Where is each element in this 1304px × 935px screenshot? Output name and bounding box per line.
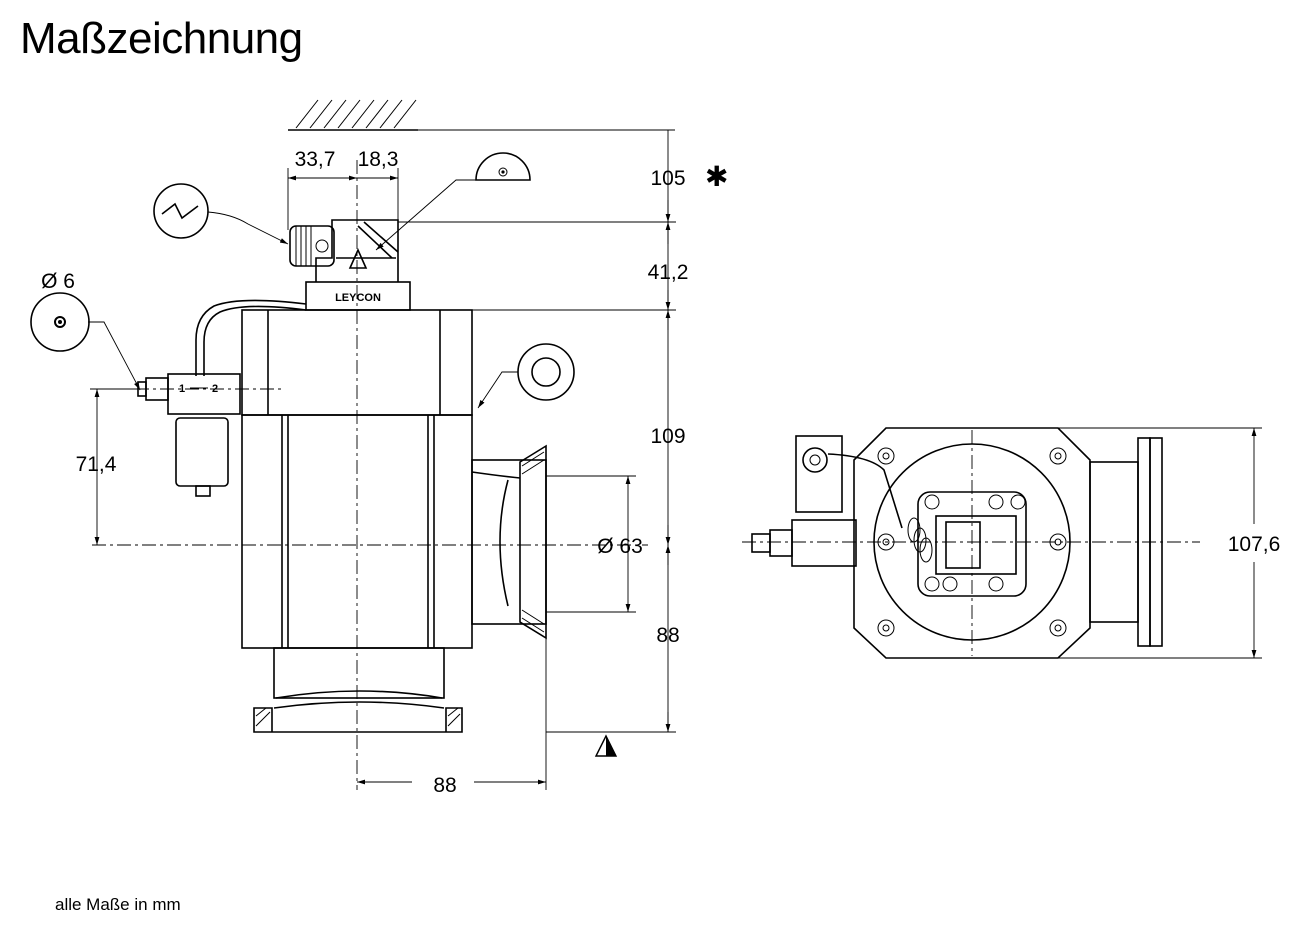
dim-107-6: 107,6 <box>1228 533 1281 556</box>
dim-phi-6: Ø 6 <box>41 270 75 293</box>
brand-label: LEYCON <box>335 292 381 304</box>
pilot-solenoid: 2 1 <box>110 373 285 497</box>
valve-top-view <box>742 427 1262 659</box>
electrical-connector: LEYCON <box>289 219 411 311</box>
lightning-bolt-icon <box>153 183 289 245</box>
cable <box>195 299 307 376</box>
dim-71-4: 71,4 <box>76 453 117 476</box>
port-1-label: 1 <box>179 383 185 395</box>
dim-88-vertical: 88 <box>656 624 679 647</box>
dim-88-horizontal: 88 <box>433 774 456 797</box>
dim-105: 105 <box>650 167 685 190</box>
dim-phi-63: Ø 63 <box>597 535 643 558</box>
valve-body-side-view <box>92 160 648 790</box>
triangle-datum-icon <box>594 734 618 757</box>
units-note: alle Maße in mm <box>55 895 181 914</box>
dim-41-2: 41,2 <box>648 261 689 284</box>
dim-33-7: 33,7 <box>295 148 336 171</box>
half-circle-icon <box>375 152 531 251</box>
ring-icon <box>477 343 575 409</box>
dim-109: 109 <box>650 425 685 448</box>
asterisk-icon: ✱ <box>705 160 728 193</box>
page-title: Maßzeichnung <box>20 14 303 63</box>
dim-18-3: 18,3 <box>358 148 399 171</box>
mounting-surface <box>288 99 675 131</box>
dimension-lines <box>90 130 676 790</box>
dot-circle-icon <box>30 292 141 391</box>
